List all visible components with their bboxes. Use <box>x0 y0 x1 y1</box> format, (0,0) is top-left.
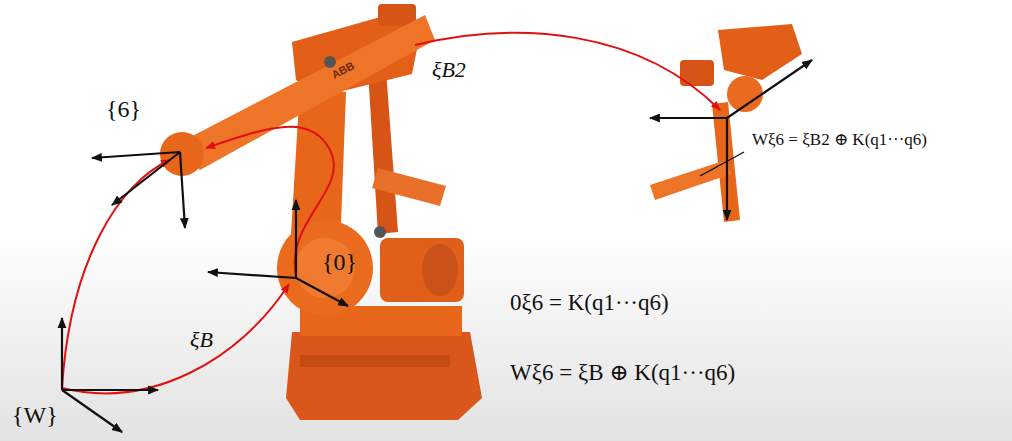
axis-arrow <box>180 152 185 228</box>
robot-shoulder <box>277 220 373 316</box>
transform-curve <box>62 284 289 393</box>
equation: Wξ6 = ξB2 ⊕ K(q1···q6) <box>752 131 927 150</box>
axis-arrow <box>61 318 63 390</box>
axis-arrow <box>650 117 727 119</box>
axis-arrow <box>92 152 180 158</box>
axis-arrow <box>208 272 296 278</box>
robot-base <box>286 332 482 420</box>
frame-w <box>62 318 158 432</box>
transform-curve <box>62 160 170 388</box>
frame-label: {W} <box>12 402 58 428</box>
equation: 0ξ6 = K(q1···q6) <box>510 290 669 315</box>
axis-arrow <box>727 60 812 118</box>
axis-arrow <box>726 118 728 220</box>
frame-6 <box>92 152 185 228</box>
equation: Wξ6 = ξB ⊕ K(q1···q6) <box>510 360 735 385</box>
robot-base-band <box>300 355 450 367</box>
axis-arrow <box>62 389 158 391</box>
robot-motor-cap <box>422 244 458 296</box>
robot-elbow-pin <box>324 56 336 68</box>
transform-curve <box>206 127 334 276</box>
frame-label: {6} <box>106 96 141 122</box>
axis-arrow <box>62 390 122 432</box>
leader-line <box>700 152 744 176</box>
robot-counterbalance <box>372 168 446 206</box>
axis-arrow <box>112 152 180 205</box>
axis-arrow <box>296 278 348 306</box>
frame-label: {0} <box>322 249 357 275</box>
robot-motor <box>380 238 464 302</box>
transform-curve <box>415 33 720 110</box>
transform-label: ξB2 <box>432 58 466 82</box>
transform-label: ξB <box>190 328 213 352</box>
axis-arrow <box>295 200 297 278</box>
robot2-base <box>718 24 802 80</box>
floor-shade <box>0 230 1012 441</box>
robot-link-pin <box>374 226 386 238</box>
robot-forearm <box>175 15 435 170</box>
robot-link-rod <box>368 70 398 234</box>
